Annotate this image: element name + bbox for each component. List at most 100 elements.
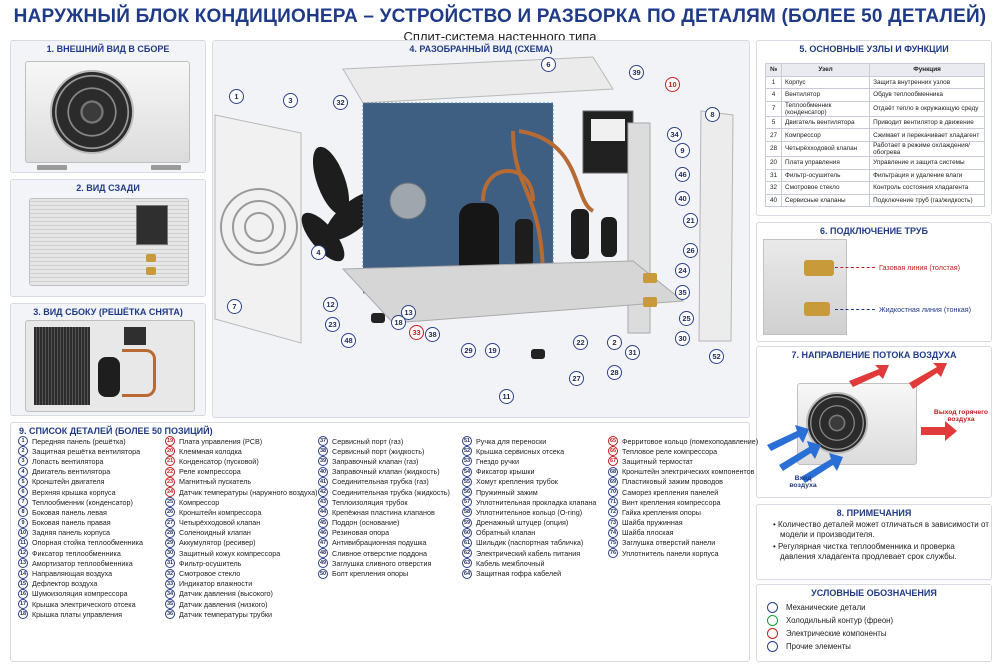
rubber-foot xyxy=(371,313,385,323)
panel-legend: УСЛОВНЫЕ ОБОЗНАЧЕНИЯ xyxy=(756,584,992,662)
air-in-label: Вход воздуха xyxy=(789,475,817,489)
part-number: 5 xyxy=(18,476,28,487)
part-name: Двигатель вентилятора xyxy=(32,467,111,477)
part-number: 29 xyxy=(165,537,175,548)
copper-pipe xyxy=(481,169,535,202)
control-board-icon xyxy=(124,327,146,345)
part-number: 6 xyxy=(18,487,28,498)
part-name: Уплотнитель панели корпуса xyxy=(622,548,719,558)
table-cell: Фильтрация и удаление влаги xyxy=(869,168,985,183)
part-number: 35 xyxy=(165,599,175,610)
part-name: Шайба плоская xyxy=(622,528,674,538)
part-name: Плата управления (PCB) xyxy=(179,436,263,446)
table-cell: Сервисные клапаны xyxy=(780,193,871,208)
part-number: 55 xyxy=(462,476,472,487)
part-number: 72 xyxy=(608,507,618,518)
panel-title: УСЛОВНЫЕ ОБОЗНАЧЕНИЯ xyxy=(811,588,937,598)
note-item: • Количество деталей может отличаться в … xyxy=(773,520,989,539)
table-cell: Подключение труб (газ/жидкость) xyxy=(869,193,985,208)
fan-blade xyxy=(312,146,350,216)
part-name: Сервисный порт (газ) xyxy=(332,436,404,446)
part-name: Направляющая воздуха xyxy=(32,569,113,579)
part-number: 73 xyxy=(608,517,618,528)
part-number: 9 xyxy=(18,517,28,528)
part-name: Задняя панель корпуса xyxy=(32,528,111,538)
page-title: НАРУЖНЫЙ БЛОК КОНДИЦИОНЕРА – УСТРОЙСТВО … xyxy=(13,6,987,27)
part-number: 64 xyxy=(462,568,472,579)
part-name: Сливное отверстие поддона xyxy=(332,548,428,558)
part-name: Дренажный штуцер (опция) xyxy=(476,518,569,528)
table-cell: Фильтр-осушитель xyxy=(780,168,871,183)
callout-number: 7 xyxy=(227,299,242,314)
legend-label: Холодильный контур (фреон) xyxy=(786,616,894,625)
part-number: 62 xyxy=(462,548,472,559)
callout-number: 48 xyxy=(341,333,356,348)
part-number: 25 xyxy=(165,497,175,508)
part-name: Компрессор xyxy=(179,497,220,507)
table-cell: Обдув теплообменника xyxy=(869,88,985,102)
panel-title: 6. ПОДКЛЮЧЕНИЕ ТРУБ xyxy=(820,226,928,236)
part-number: 59 xyxy=(462,517,472,528)
part-number: 47 xyxy=(318,537,328,548)
airflow-arrows xyxy=(767,363,957,483)
callout-number: 30 xyxy=(675,331,690,346)
part-name: Гнездо ручки xyxy=(476,456,520,466)
part-name: Опорная стойка теплообменника xyxy=(32,538,143,548)
part-number: 74 xyxy=(608,527,618,538)
callout-number: 25 xyxy=(679,311,694,326)
part-name: Пружинный зажим xyxy=(476,487,538,497)
callout-number: 9 xyxy=(675,143,690,158)
part-name: Шумоизоляция компрессора xyxy=(32,589,128,599)
list-item: 6 Верхняя крышка корпуса xyxy=(18,487,143,498)
hot-air-arrow xyxy=(909,363,947,389)
callout-number: 3 xyxy=(283,93,298,108)
table-cell: 5 xyxy=(765,115,782,130)
hot-air-arrow xyxy=(921,421,957,441)
part-number: 11 xyxy=(18,537,28,548)
panel-title: 1. ВНЕШНИЙ ВИД В СБОРЕ xyxy=(46,44,170,54)
cold-air-arrow xyxy=(779,441,821,471)
part-name: Заглушка отверстий панели xyxy=(622,538,716,548)
exploded-diagram xyxy=(214,56,734,359)
table-cell: 32 xyxy=(765,181,782,195)
part-name: Верхняя крышка корпуса xyxy=(32,487,116,497)
part-number: 3 xyxy=(18,456,28,467)
part-name: Шильдик (паспортная табличка) xyxy=(476,538,584,548)
callout-number: 10 xyxy=(665,77,680,92)
part-name: Фильтр-осушитель xyxy=(179,558,242,568)
part-name: Ручка для переноски xyxy=(476,436,547,446)
part-number: 12 xyxy=(18,548,28,559)
hot-air-arrow xyxy=(849,365,889,387)
part-name: Защитный термостат xyxy=(622,456,693,466)
receiver xyxy=(571,209,589,259)
part-number: 30 xyxy=(165,548,175,559)
part-number: 10 xyxy=(18,527,28,538)
liquid-line-pointer xyxy=(835,309,875,310)
part-number: 42 xyxy=(318,487,328,498)
list-item: 59 Дренажный штуцер (опция) xyxy=(462,517,596,528)
panel-title: 5. ОСНОВНЫЕ УЗЛЫ И ФУНКЦИИ xyxy=(799,44,949,54)
service-valve xyxy=(643,273,657,283)
table-cell: Плата управления xyxy=(780,155,871,170)
